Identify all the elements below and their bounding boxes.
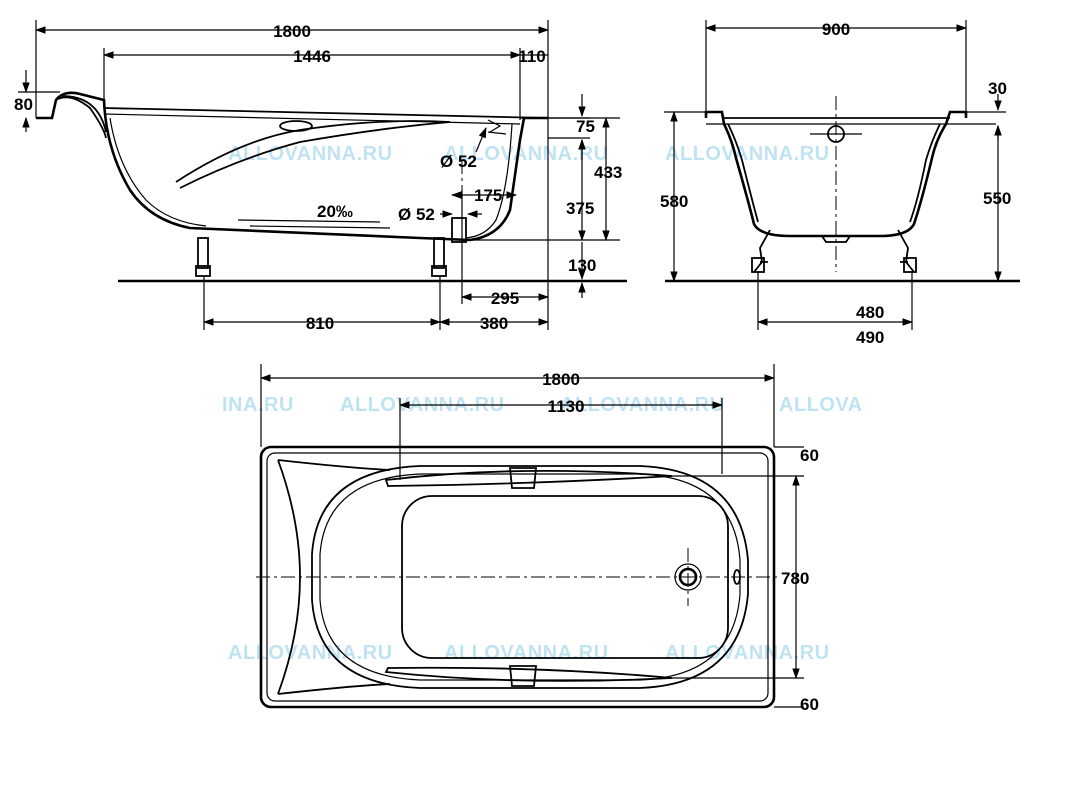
watermark: ALLOVANNA.RU (228, 143, 393, 165)
dim-overall-length: 1800 (273, 22, 311, 41)
dim-rim-thickness: 75 (576, 117, 595, 136)
dim-plan-inner-width: 780 (781, 569, 809, 588)
dim-end-leg-spacing-1: 480 (856, 303, 884, 322)
dim-plan-edge-top: 60 (800, 446, 819, 465)
plan-handle-top-grip (509, 467, 537, 489)
end-leg-right (897, 229, 917, 273)
tub-headrest (55, 95, 107, 139)
overflow-marker (487, 119, 507, 135)
tub-end-inner (722, 117, 950, 223)
dim-end-rim-height: 550 (983, 189, 1011, 208)
dim-end-leg-spacing-2: 490 (856, 328, 884, 347)
end-view: 900 30 580 550 480 490 (660, 20, 1020, 347)
watermark: ALLOVANNA.RU (444, 143, 609, 165)
plan-handle-bottom-grip (509, 665, 537, 687)
dim-rim-offset: 110 (518, 47, 545, 66)
tub-side-outline (36, 91, 548, 242)
tub-inner-wall (109, 117, 513, 239)
dim-depth: 433 (594, 163, 622, 182)
watermark: ALLOVANNA.RU (665, 642, 830, 664)
dim-drain-to-end: 295 (491, 289, 519, 308)
dim-plan-edge-bottom: 60 (800, 695, 819, 714)
dim-end-rim-thickness: 30 (988, 79, 1007, 98)
dim-drain-diameter: Ø 52 (398, 205, 435, 224)
dim-end-total-height: 580 (660, 192, 688, 211)
plan-handle-top (384, 469, 673, 487)
dim-floor-clearance: 130 (568, 256, 596, 275)
dim-overflow-diameter: Ø 52 (440, 152, 477, 171)
end-leg-left (751, 229, 771, 273)
watermark: INA.RU (222, 394, 294, 416)
dim-plan-overall-length: 1800 (542, 370, 580, 389)
side-handle (175, 120, 451, 189)
dim-end-width: 900 (822, 20, 850, 39)
leg-right (431, 237, 447, 277)
leg-left (195, 237, 211, 277)
dim-inner-length: 1446 (293, 47, 331, 66)
dim-headrest-height: 80 (14, 95, 33, 114)
watermark: ALLOVANNA.RU (228, 642, 393, 664)
plan-basin-outer (311, 465, 749, 689)
tub-rim-inner (103, 113, 521, 125)
dim-slope: 20‰ (317, 202, 353, 221)
watermark: ALLOVANNA.RU (665, 143, 830, 165)
dim-leg-spacing: 810 (306, 314, 334, 333)
watermark: ALLOVANNA.RU (444, 642, 609, 664)
watermark: ALLOVA (779, 394, 863, 416)
watermark-layer: ALLOVANNA.RU ALLOVANNA.RU ALLOVANNA.RU I… (222, 143, 863, 664)
end-drain (820, 235, 852, 243)
dim-leg-to-end: 380 (480, 314, 508, 333)
side-handle-grip (279, 120, 313, 132)
drain-pipe (451, 217, 467, 243)
dim-drain-height: 375 (566, 199, 594, 218)
plan-view: 1800 1130 60 780 60 (256, 364, 819, 714)
dim-drain-offset: 175 (474, 186, 502, 205)
dim-plan-handle-spacing: 1130 (548, 397, 585, 416)
tub-floor-ribs (237, 219, 391, 229)
tub-rim-line (103, 107, 549, 119)
side-view: 1800 1446 110 80 75 433 375 130 Ø 52 175 (14, 20, 627, 333)
plan-handle-bottom (384, 666, 673, 682)
